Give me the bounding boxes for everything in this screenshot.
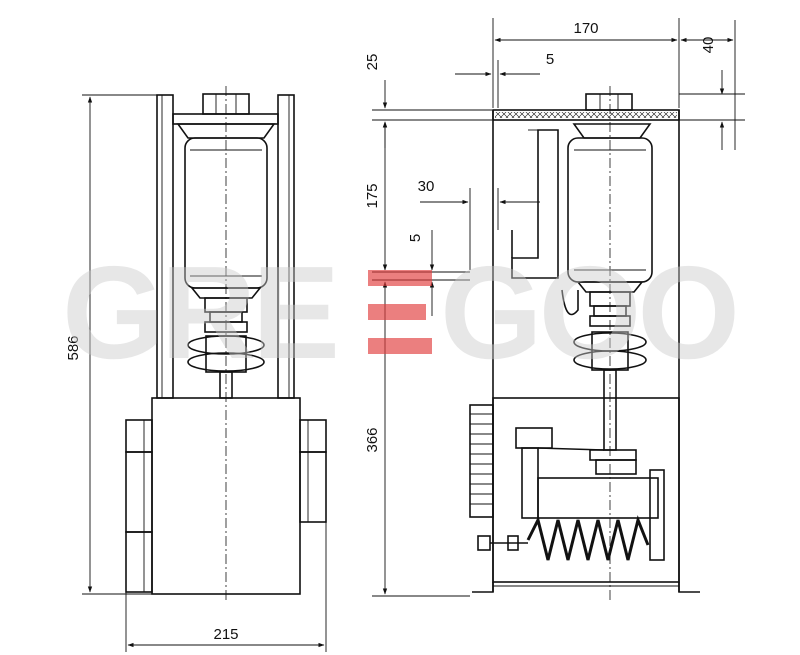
dim-overall-height: 586 [65, 94, 160, 595]
watermark-red-e [368, 270, 432, 354]
side-hex-nut [585, 93, 633, 111]
watermark-text-right: GOO [440, 239, 736, 386]
side-view [469, 86, 700, 600]
dim-text-small-offset-mid: 5 [407, 234, 424, 242]
watermark-text-left: GRE [62, 239, 336, 386]
dim-top-width: 170 [492, 18, 680, 108]
side-ribbed-plate [469, 404, 494, 518]
dim-right-offset: 40 [679, 20, 745, 150]
front-right-coil-blocks [299, 419, 327, 523]
dim-small-offset-mid: 5 [407, 230, 435, 316]
dim-base-width: 215 [125, 522, 327, 652]
brand-watermark: GRE GOO [62, 239, 740, 386]
dim-text-right-offset: 40 [700, 37, 717, 54]
dim-text-lower-height: 366 [364, 427, 381, 452]
dim-text-base-width: 215 [213, 626, 238, 643]
side-insulating-bracket [511, 129, 579, 316]
front-view [125, 86, 327, 600]
front-left-coil-blocks [125, 419, 153, 593]
dim-small-offset-top: 5 [455, 51, 554, 108]
side-spring-housing [537, 477, 659, 519]
dim-text-small-offset-top: 5 [546, 51, 554, 68]
dim-text-top-width: 170 [573, 20, 598, 37]
dim-bracket-width: 30 [418, 178, 540, 270]
front-top-bar [172, 113, 279, 125]
dim-vertical-chain: 25 175 366 [364, 54, 492, 597]
dim-text-bracket-width: 30 [418, 178, 435, 195]
dim-text-top-plate: 25 [364, 54, 381, 71]
dim-text-upper-height: 175 [364, 183, 381, 208]
side-spring [526, 515, 650, 561]
dim-text-overall-height: 586 [65, 335, 82, 360]
